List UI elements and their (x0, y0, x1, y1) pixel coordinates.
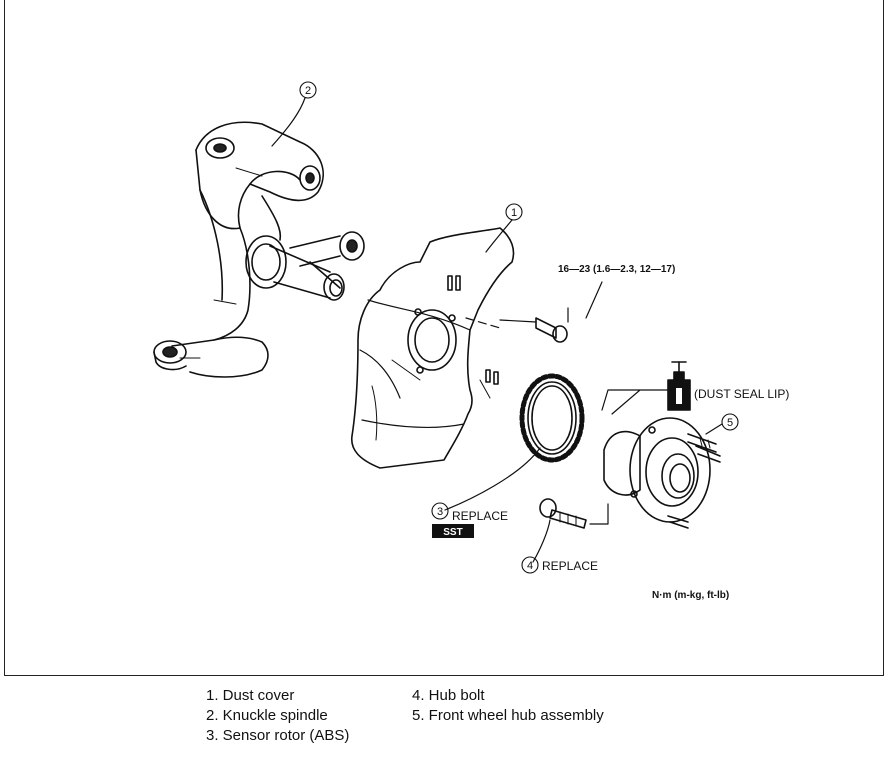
sensor-rotor (519, 373, 585, 463)
mounting-bolt (465, 307, 569, 343)
svg-text:1: 1 (511, 207, 517, 219)
torque-spec-label: 16—23 (1.6—2.3, 12—17) (558, 264, 675, 275)
leader-5 (705, 423, 723, 435)
sst-badge: SST (432, 524, 474, 538)
callout-2: 2 (299, 81, 317, 99)
units-label: N·m (m-kg, ft-lb) (652, 590, 729, 601)
svg-text:4: 4 (527, 560, 533, 572)
dust-seal-label: (DUST SEAL LIP) (694, 387, 789, 401)
grease-tube (667, 361, 691, 411)
callout-3: 3 (431, 502, 449, 520)
callout-1: 1 (505, 203, 523, 221)
leader-torque (585, 281, 603, 319)
legend-item: 3. Sensor rotor (ABS) (206, 727, 350, 744)
legend-item: 5. Front wheel hub assembly (412, 707, 604, 724)
callout-5: 5 (721, 413, 739, 431)
replace-label-4: REPLACE (542, 559, 598, 573)
callout-4: 4 (521, 556, 539, 574)
leader-2 (271, 97, 306, 147)
leader-4 (532, 519, 551, 563)
legend-item: 1. Dust cover (206, 687, 295, 704)
svg-text:5: 5 (727, 417, 733, 429)
exploded-view-diagram: 2 1 3 4 5 16—23 (1.6—2.3, 12—17) (DUST S… (153, 81, 789, 601)
leader-3 (444, 447, 541, 511)
wheel-hub-assembly (601, 389, 721, 529)
svg-text:2: 2 (305, 85, 311, 97)
legend-item: 2. Knuckle spindle (206, 707, 328, 724)
replace-label-3: REPLACE (452, 509, 508, 523)
legend-column-right: 4. Hub bolt 5. Front wheel hub assembly (412, 686, 604, 726)
hub-bolt (539, 498, 609, 529)
legend-item: 4. Hub bolt (412, 687, 485, 704)
legend-column-left: 1. Dust cover 2. Knuckle spindle 3. Sens… (206, 686, 349, 746)
diagram-frame (4, 0, 884, 676)
knuckle-spindle (153, 121, 365, 378)
leader-1 (485, 219, 513, 253)
dust-cover (351, 227, 515, 469)
svg-text:3: 3 (437, 506, 443, 518)
svg-text:SST: SST (443, 527, 462, 538)
